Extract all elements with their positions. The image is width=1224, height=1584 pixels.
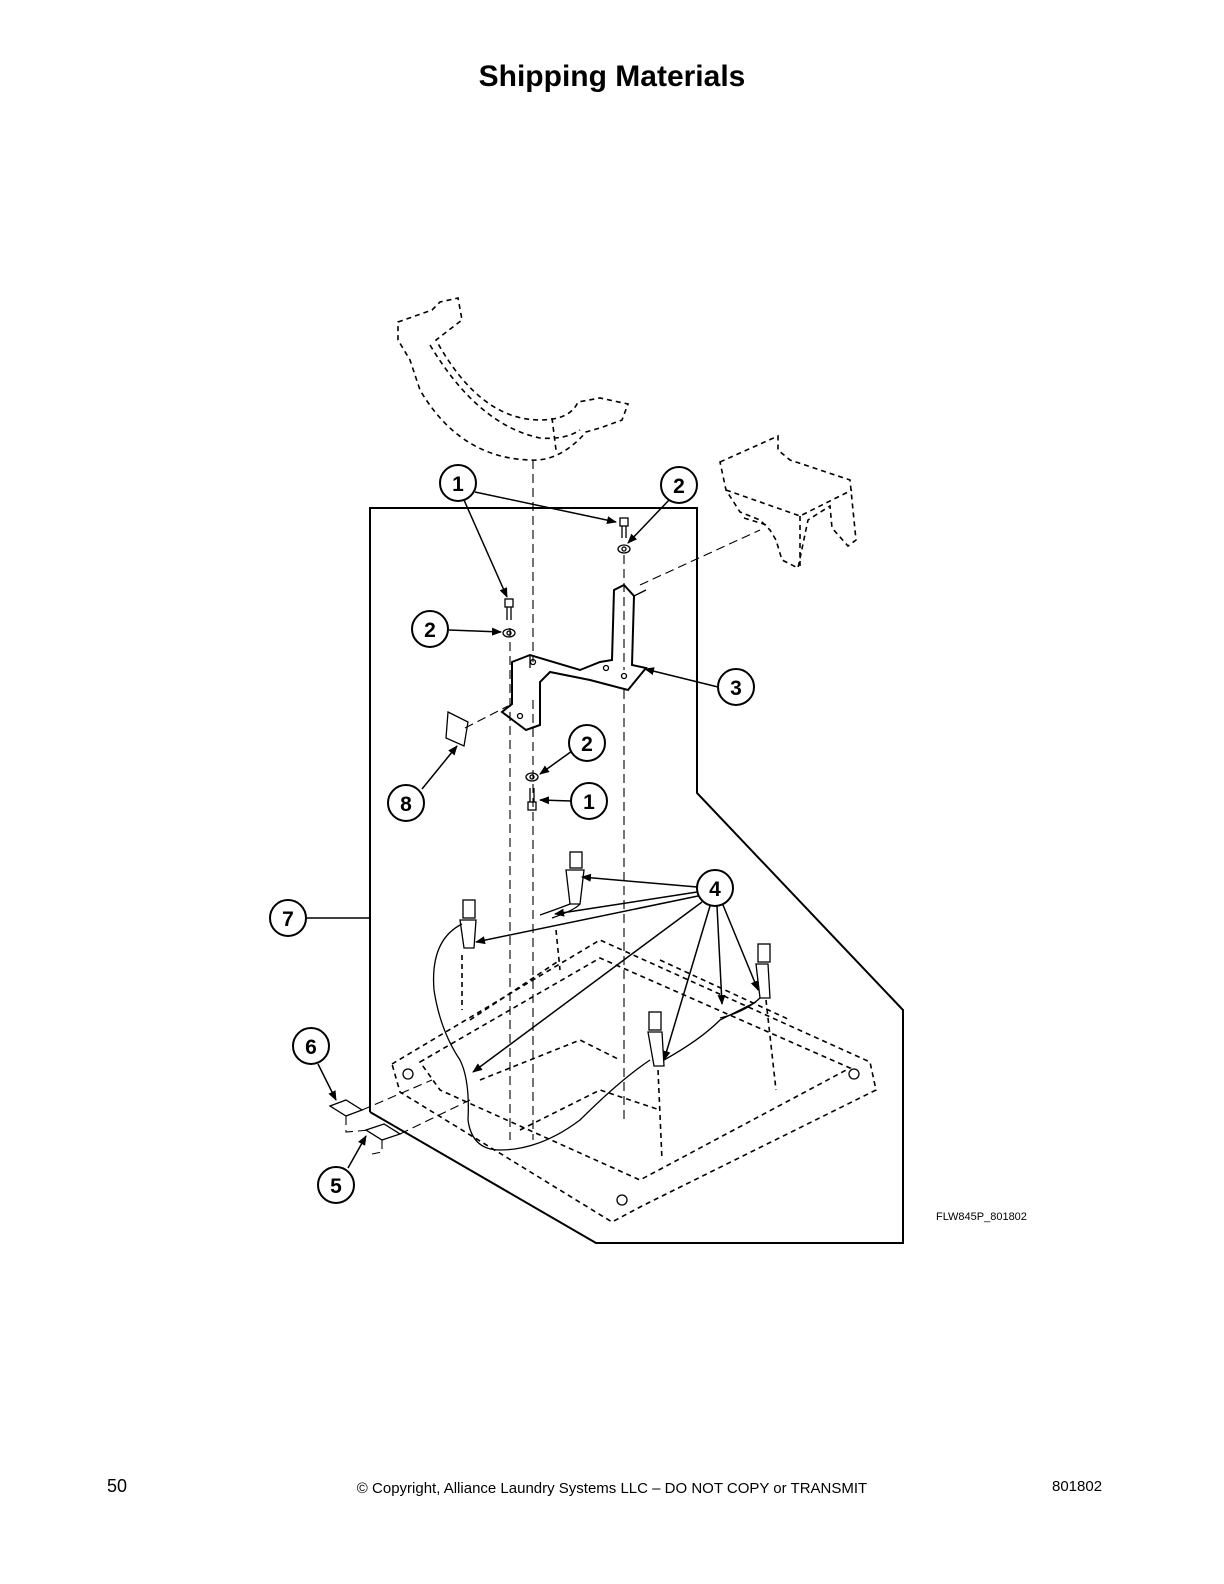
callout-number: 2 (673, 475, 685, 498)
foam-pads (328, 1079, 471, 1155)
callout-8: 8 (387, 784, 425, 822)
nut-upper-left (502, 628, 516, 638)
callout-number: 7 (282, 908, 294, 931)
nut-lower (525, 772, 539, 782)
callout-number: 1 (452, 473, 464, 496)
package-outline (369, 507, 904, 1244)
nut-upper-right (617, 544, 631, 554)
page-number: 50 (107, 1476, 128, 1496)
base-frame-reference (391, 939, 877, 1223)
callout-number: 1 (583, 791, 595, 814)
callout-5: 5 (317, 1166, 355, 1204)
callout-1-lower: 1 (570, 782, 608, 820)
copyright-notice: © Copyright, Alliance Laundry Systems LL… (356, 1480, 868, 1497)
callout-2-left: 2 (411, 610, 449, 648)
callout-number: 4 (709, 878, 721, 901)
page-title: Shipping Materials (478, 60, 746, 93)
shipping-bracket (500, 583, 648, 732)
callout-2-top: 2 (660, 466, 698, 504)
callout-1-top: 1 (439, 464, 477, 502)
tub-support-reference (397, 297, 630, 461)
callout-3: 3 (717, 668, 755, 706)
rear-bracket-reference (719, 434, 857, 570)
callout-number: 3 (730, 677, 742, 700)
callout-4: 4 (696, 869, 734, 907)
callout-number: 2 (424, 619, 436, 642)
callout-2-lower: 2 (568, 724, 606, 762)
callout-6: 6 (292, 1027, 330, 1065)
screw-upper-right (619, 517, 629, 538)
figure-id: FLW845P_801802 (936, 1211, 1027, 1223)
label-card (445, 710, 469, 747)
screw-upper-left (504, 598, 514, 620)
document-number: 801802 (1052, 1478, 1103, 1495)
callout-number: 5 (330, 1175, 342, 1198)
callout-number: 8 (400, 793, 412, 816)
callout-number: 2 (581, 733, 593, 756)
callout-number: 6 (305, 1036, 317, 1059)
screw-lower (527, 788, 537, 811)
shipping-straps (432, 851, 777, 1161)
callout-7: 7 (269, 899, 307, 937)
